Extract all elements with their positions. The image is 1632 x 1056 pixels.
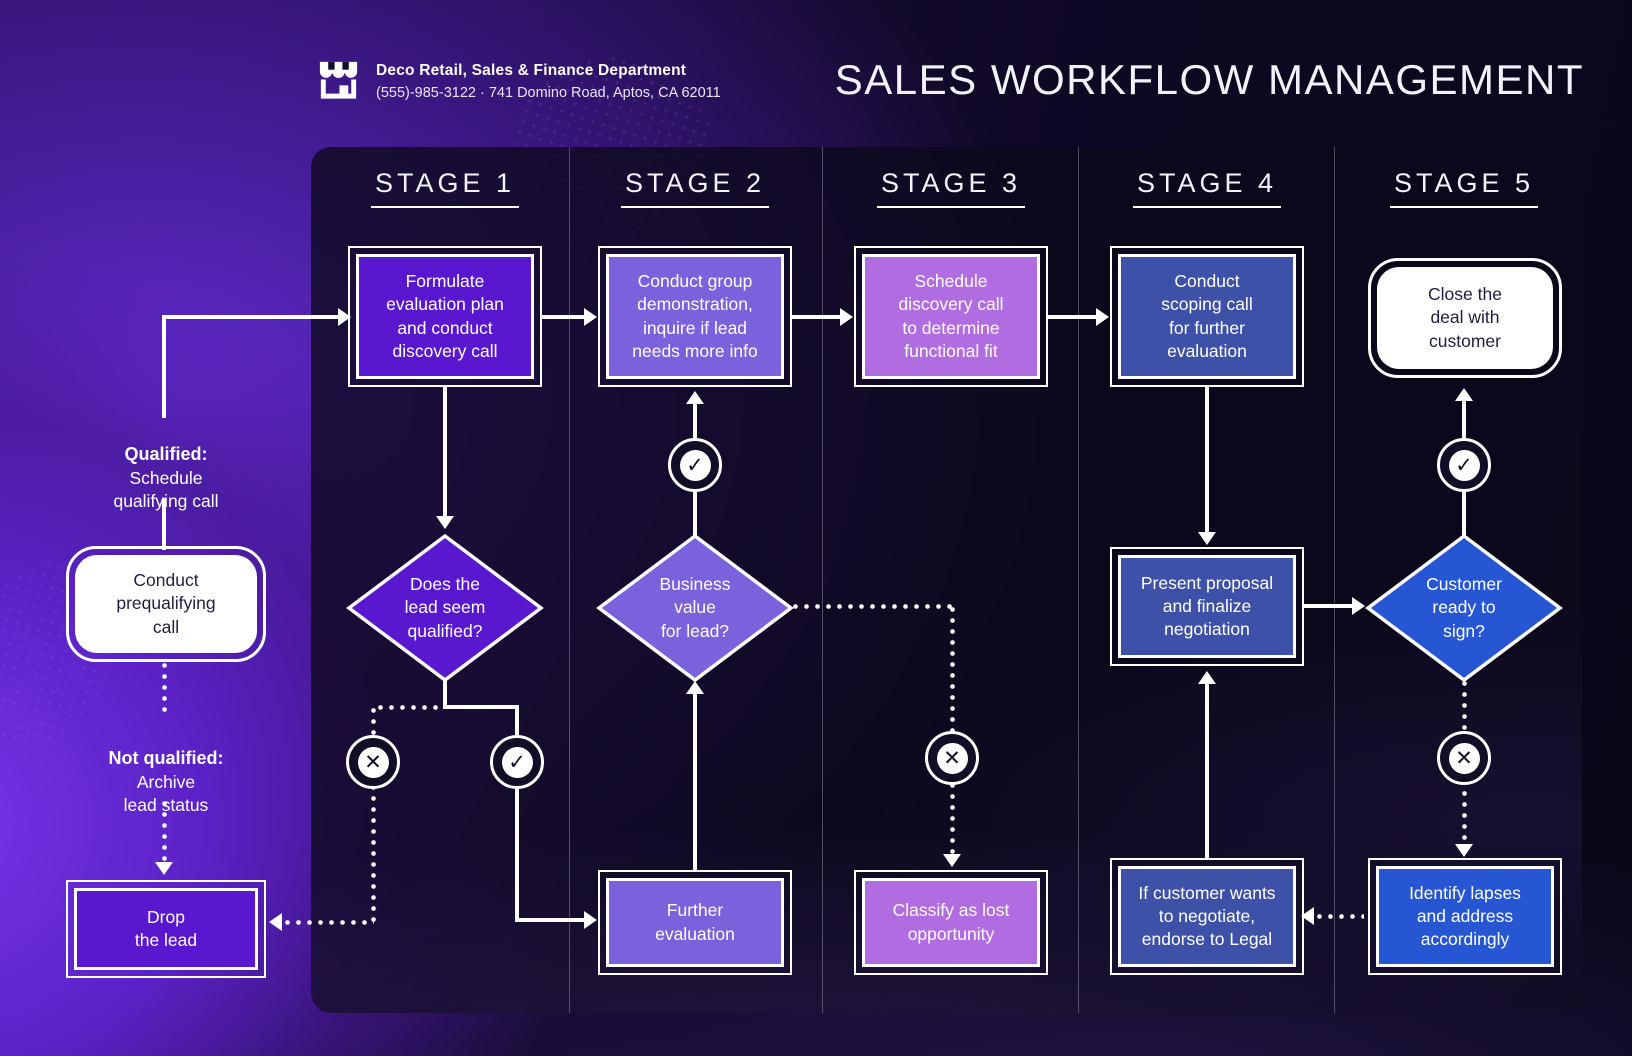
connector-qualified-top (162, 315, 166, 418)
stage-4-header: STAGE 4 (1107, 168, 1307, 208)
storefront-icon (315, 55, 362, 107)
node-present-proposal: Present proposal and finalize negotiatio… (1110, 547, 1304, 666)
arrowhead (686, 681, 704, 694)
arrowhead (1352, 597, 1365, 615)
diamond-shape (596, 533, 794, 683)
connector-s4box-to-present (1205, 387, 1209, 534)
decision-customer-ready-to-sign: Customer ready to sign? (1364, 532, 1564, 684)
connector-s1-to-s2 (541, 315, 586, 319)
cross-icon: ✕ (1437, 731, 1491, 785)
column-divider (1078, 147, 1079, 1013)
arrowhead (686, 391, 704, 404)
connector-notqualified-bottom (162, 798, 167, 864)
cross-icon: ✕ (925, 731, 979, 785)
arrowhead (1455, 844, 1473, 857)
arrowhead (584, 911, 597, 929)
not-qualified-label: Not qualified: Archive lead status (108, 748, 224, 815)
page-title: SALES WORKFLOW MANAGEMENT (834, 56, 1584, 103)
diamond-shape (346, 533, 544, 683)
arrowhead (155, 862, 173, 875)
connector-notqualified-top (162, 660, 167, 716)
connector-further-to-diamond (693, 690, 697, 872)
arrowhead (1455, 388, 1473, 401)
diamond-shape (1365, 533, 1563, 683)
arrowhead (1301, 907, 1314, 925)
arrowhead (584, 308, 597, 326)
connector-s1-no (375, 705, 445, 710)
connector-s1-no (282, 920, 374, 925)
connector-s2-to-s3 (790, 315, 840, 319)
brand-contact: (555)-985-3122 · 741 Domino Road, Aptos,… (376, 84, 721, 101)
decision-business-value: Business value for lead? (595, 532, 795, 684)
decision-lead-qualified: Does the lead seem qualified? (345, 532, 545, 684)
connector-identify-to-legal (1314, 914, 1364, 919)
arrowhead (338, 308, 351, 326)
node-further-evaluation: Further evaluation (598, 870, 792, 975)
node-conduct-scoping-call: Conduct scoping call for further evaluat… (1110, 246, 1304, 387)
column-divider (569, 147, 570, 1013)
arrowhead (1198, 671, 1216, 684)
node-endorse-to-legal: If customer wants to negotiate, endorse … (1110, 858, 1304, 975)
connector-s1-yes (515, 705, 519, 922)
check-icon: ✓ (668, 438, 722, 492)
node-close-the-deal: Close the deal with customer (1368, 258, 1562, 378)
check-icon: ✓ (1437, 438, 1491, 492)
connector-legal-to-present (1205, 684, 1209, 860)
connector-s1-yes (515, 918, 585, 922)
connector-s2-no (790, 604, 952, 609)
node-conduct-prequalifying-call: Conduct prequalifying call (66, 546, 266, 662)
arrowhead (269, 913, 282, 931)
connector-s2-no (950, 604, 955, 856)
node-classify-lost-opportunity: Classify as lost opportunity (854, 870, 1048, 975)
connector-present-to-s5diamond (1302, 604, 1354, 608)
stage-1-header: STAGE 1 (345, 168, 545, 208)
connector-s1-diamond-stub (443, 678, 447, 709)
connector-prequal-to-stage1 (162, 315, 338, 319)
arrowhead (840, 308, 853, 326)
connector-s1-no (371, 705, 376, 924)
connector-qualified-bottom (162, 498, 166, 550)
column-divider (822, 147, 823, 1013)
node-identify-lapses: Identify lapses and address accordingly (1368, 858, 1562, 975)
connector-s3-to-s4 (1046, 315, 1096, 319)
connector-s1-yes (443, 705, 519, 709)
arrowhead (943, 854, 961, 867)
brand-block: Deco Retail, Sales & Finance Department … (315, 55, 721, 107)
arrowhead (1096, 308, 1109, 326)
qualified-label: Qualified: Schedule qualifying call (113, 444, 219, 511)
brand-name: Deco Retail, Sales & Finance Department (376, 61, 687, 79)
node-schedule-discovery-call: Schedule discovery call to determine fun… (854, 246, 1048, 387)
arrowhead (1198, 532, 1216, 545)
column-divider (1334, 147, 1335, 1013)
stage-2-header: STAGE 2 (595, 168, 795, 208)
cross-icon: ✕ (346, 735, 400, 789)
check-icon: ✓ (490, 735, 544, 789)
node-drop-the-lead: Drop the lead (66, 880, 266, 978)
stage-5-header: STAGE 5 (1364, 168, 1564, 208)
arrowhead (436, 516, 454, 529)
stage-3-header: STAGE 3 (851, 168, 1051, 208)
brand-text: Deco Retail, Sales & Finance Department … (376, 62, 721, 101)
connector-s1box-to-diamond (443, 387, 447, 518)
node-conduct-group-demonstration: Conduct group demonstration, inquire if … (598, 246, 792, 387)
node-formulate-evaluation-plan: Formulate evaluation plan and conduct di… (348, 246, 542, 387)
